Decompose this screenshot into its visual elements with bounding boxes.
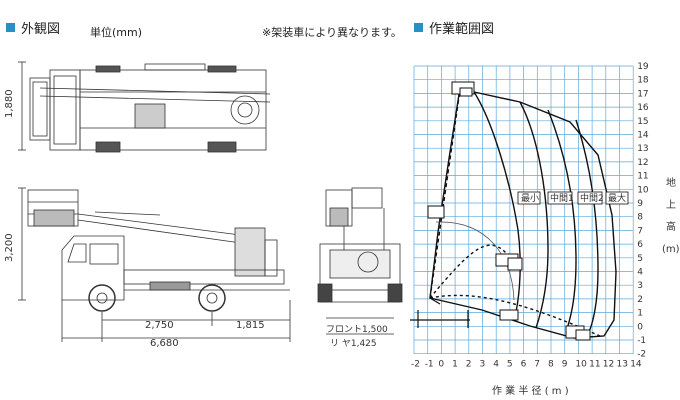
- x-tick-label: -1: [425, 360, 434, 370]
- x-tick-label: 0: [438, 360, 444, 370]
- work-range-envelope: [429, 87, 617, 339]
- y-tick-label: -1: [637, 336, 646, 346]
- x-tick-label: 12: [603, 360, 614, 370]
- y-label-char-3: 高: [666, 220, 676, 233]
- y-tick-label: 17: [637, 89, 648, 99]
- y-tick-label: 3: [637, 281, 643, 291]
- rear-overhang-dim: 1,815: [236, 320, 265, 331]
- truck-rear-view: [317, 187, 403, 335]
- front-track-dim: フロント1,500: [326, 325, 388, 335]
- header-marker-icon: [6, 23, 15, 32]
- y-tick-label: 6: [637, 240, 643, 250]
- work-range-grid: [413, 65, 634, 355]
- x-tick-label: 1: [452, 360, 458, 370]
- x-tick-label: 5: [507, 360, 513, 370]
- x-tick-label: 13: [617, 360, 628, 370]
- x-tick-label: 8: [548, 360, 554, 370]
- y-label-char-1: 地: [666, 176, 676, 189]
- y-tick-label: 9: [637, 199, 643, 209]
- y-tick-label: 2: [637, 295, 643, 305]
- total-length-dim: 6,680: [150, 338, 179, 349]
- label-min: 最小: [521, 193, 539, 204]
- y-axis-unit: (m): [662, 244, 680, 255]
- y-tick-label: 1: [637, 309, 643, 319]
- wheelbase-dim: 2,750: [145, 320, 174, 331]
- y-tick-label: 18: [637, 76, 649, 86]
- y-tick-label: 0: [637, 322, 643, 332]
- x-tick-label: -2: [411, 360, 420, 370]
- y-tick-label: 12: [637, 158, 648, 168]
- y-tick-label: -2: [637, 350, 646, 360]
- exterior-title: 外観図: [21, 22, 61, 37]
- y-tick-label: 19: [637, 62, 649, 72]
- work-range-arc: [435, 221, 515, 301]
- y-tick-label: 15: [637, 117, 648, 127]
- turntable-base: [410, 297, 470, 328]
- x-tick-label: 3: [480, 360, 486, 370]
- y-tick-label: 11: [637, 172, 648, 182]
- x-tick-label: 2: [466, 360, 472, 370]
- workrange-header: 作業範囲図: [414, 18, 494, 37]
- spec-note: ※架装車により異なります。: [262, 26, 402, 39]
- truck-side-view: [18, 187, 291, 342]
- x-tick-label: 4: [493, 360, 499, 370]
- y-tick-label: 4: [637, 268, 643, 278]
- y-tick-label: 10: [637, 185, 649, 195]
- x-tick-label: 10: [575, 360, 587, 370]
- workrange-title: 作業範囲図: [429, 22, 495, 37]
- y-tick-label: 7: [637, 226, 643, 236]
- label-max: 最大: [608, 192, 626, 204]
- bucket-markers: [427, 81, 591, 341]
- rear-track-dim: リ ヤ1,425: [330, 339, 377, 349]
- exterior-header: 外観図: [6, 18, 60, 37]
- label-mid2: 中間2: [580, 192, 604, 204]
- header-marker-icon: [414, 23, 423, 32]
- x-tick-label: 6: [521, 360, 527, 370]
- y-tick-label: 14: [637, 131, 649, 141]
- top-height-dim: 1,880: [4, 89, 15, 118]
- y-tick-label: 13: [637, 144, 648, 154]
- unit-note: 単位(mm): [90, 26, 143, 39]
- truck-top-view: [18, 61, 271, 153]
- label-mid1: 中間1: [550, 192, 574, 204]
- side-height-dim: 3,200: [4, 233, 15, 262]
- x-axis-label: 作 業 半 径 ( m ): [492, 384, 569, 397]
- y-tick-label: 5: [637, 254, 643, 264]
- y-tick-label: 16: [637, 103, 649, 113]
- envelope-labels: 最小 中間1 中間2 最大: [517, 191, 629, 205]
- x-tick-label: 7: [534, 360, 540, 370]
- x-tick-label: 14: [630, 360, 642, 370]
- y-tick-label: 8: [637, 213, 643, 223]
- y-label-char-2: 上: [666, 199, 676, 211]
- x-tick-label: 9: [562, 360, 568, 370]
- x-tick-label: 11: [589, 360, 600, 370]
